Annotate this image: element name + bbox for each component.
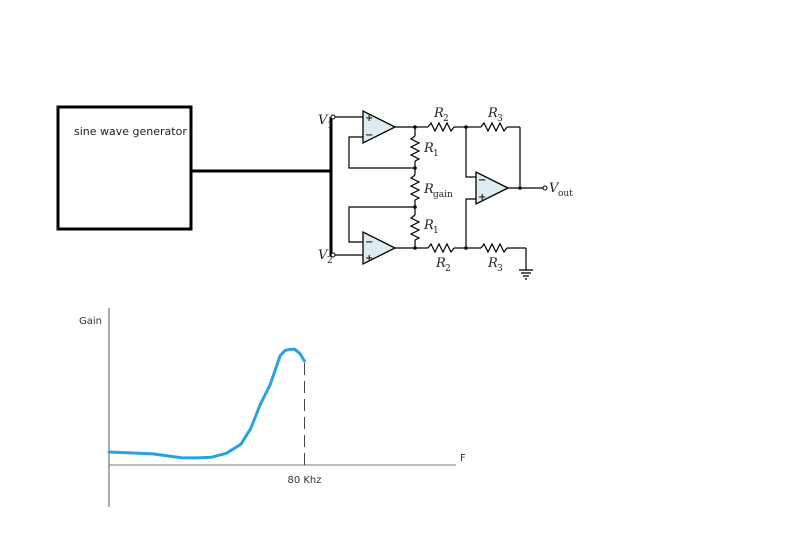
ground-icon [519, 269, 533, 280]
svg-text:+: + [365, 113, 373, 124]
svg-text:V: V [549, 181, 560, 196]
svg-text:R: R [433, 106, 444, 121]
opamp-top: + − [362, 109, 397, 145]
marker-label: 80 Khz [287, 475, 321, 486]
input-v2: V 2 [318, 248, 363, 266]
junction-dots [413, 125, 522, 250]
svg-text:R: R [423, 141, 434, 156]
label-r1-top: R 1 [423, 141, 439, 159]
svg-text:V: V [318, 113, 329, 128]
label-r3-top: R 3 [487, 106, 503, 124]
svg-text:gain: gain [433, 190, 453, 200]
label-r2-bottom: R 2 [435, 256, 451, 274]
svg-text:2: 2 [443, 114, 449, 124]
svg-text:R: R [423, 182, 434, 197]
label-rgain: R gain [423, 182, 453, 200]
label-vout: V out [549, 181, 573, 199]
svg-text:R: R [487, 106, 498, 121]
svg-text:−: − [478, 175, 486, 186]
x-axis-label: F [460, 453, 466, 464]
input-v1: V 1 [318, 113, 363, 131]
gain-chart: Gain F 80 Khz [79, 308, 466, 507]
label-r2-top: R 2 [433, 106, 449, 124]
svg-text:R: R [435, 256, 446, 271]
y-axis-label: Gain [79, 316, 102, 327]
generator-label: sine wave generator [74, 125, 187, 138]
svg-text:+: + [365, 253, 373, 264]
circuit-wires [348, 121, 543, 270]
svg-text:1: 1 [433, 149, 439, 159]
svg-text:out: out [558, 189, 573, 199]
svg-text:−: − [365, 237, 373, 248]
terminal-vout [542, 185, 548, 191]
opamp-output: − + [475, 170, 510, 206]
terminal-v2 [330, 252, 336, 258]
svg-text:3: 3 [497, 114, 503, 124]
svg-text:2: 2 [327, 256, 333, 266]
label-r1-bottom: R 1 [423, 218, 439, 236]
svg-text:R: R [487, 256, 498, 271]
gain-curve [107, 347, 306, 460]
svg-text:2: 2 [445, 264, 451, 274]
terminal-v1 [330, 114, 336, 120]
svg-text:R: R [423, 218, 434, 233]
svg-text:1: 1 [327, 121, 333, 131]
sine-wave-generator-box [56, 105, 193, 231]
svg-text:3: 3 [497, 264, 503, 274]
svg-text:V: V [318, 248, 329, 263]
label-r3-bottom: R 3 [487, 256, 503, 274]
opamp-bottom: − + [362, 230, 397, 266]
svg-text:−: − [365, 130, 373, 141]
svg-text:1: 1 [433, 226, 439, 236]
svg-text:+: + [478, 192, 486, 203]
